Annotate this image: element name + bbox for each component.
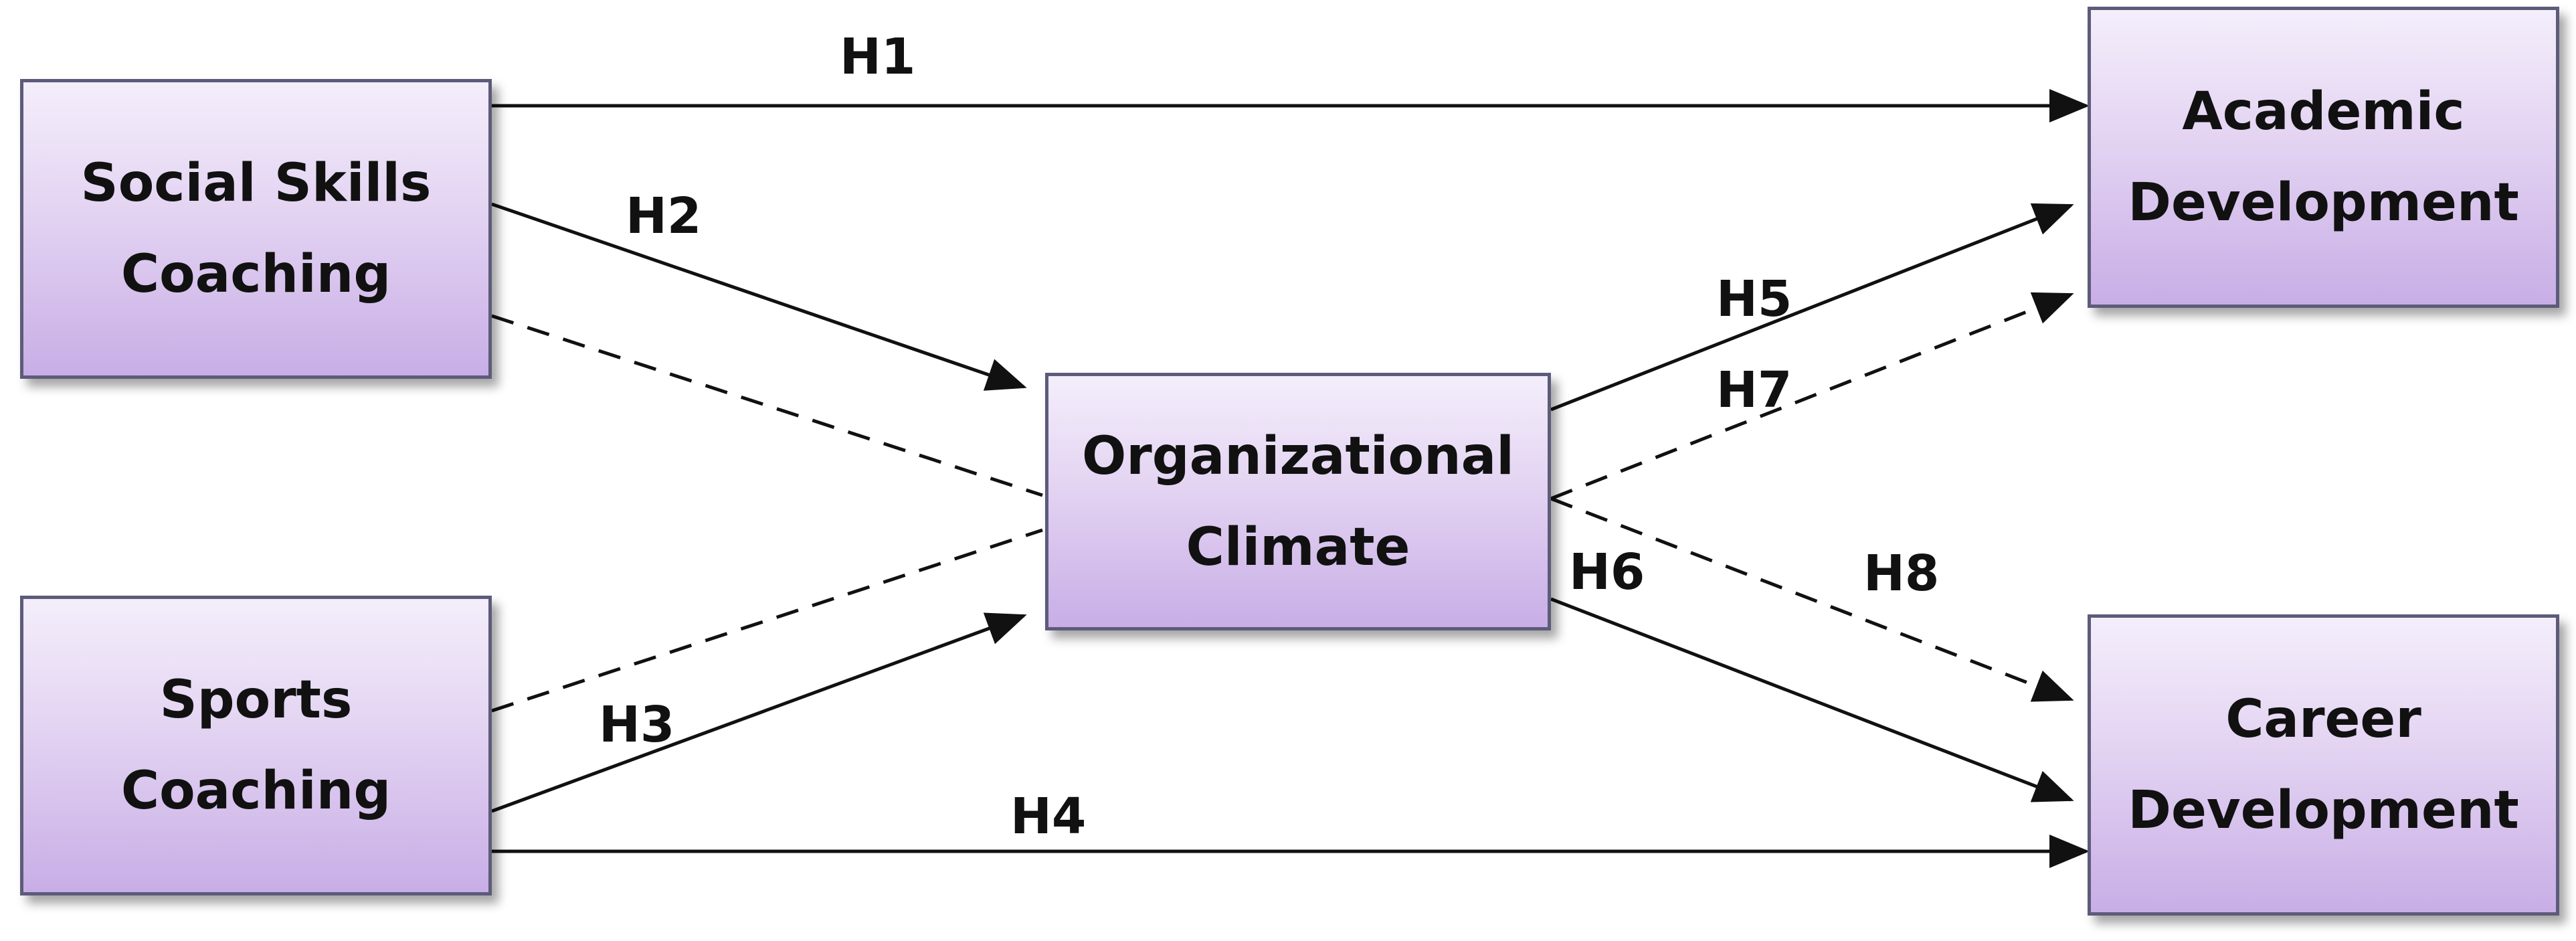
node-sports-coaching: Sports Coaching: [20, 596, 492, 895]
edge-label-h3: H3: [599, 696, 674, 754]
node-sports-coaching-line-2: Coaching: [120, 761, 391, 821]
node-academic-development-line-2: Development: [2128, 173, 2519, 233]
node-academic-development: Academic Development: [2088, 7, 2559, 308]
arrow-h8: [1550, 497, 2074, 702]
edge-label-h8: H8: [1863, 545, 1939, 602]
arrow-h5: [1550, 203, 2074, 412]
edge-label-h1: H1: [840, 28, 915, 86]
node-organizational-climate-line-2: Climate: [1186, 517, 1410, 578]
node-career-development-line-2: Development: [2128, 780, 2519, 841]
arrow-h6: [1550, 597, 2074, 802]
node-organizational-climate-line-1: Organizational: [1081, 426, 1515, 487]
arrow-h7: [1550, 292, 2074, 501]
node-academic-development-line-1: Academic: [2182, 82, 2465, 142]
dashed-line-social-skills-to-org-climate: [491, 314, 1043, 497]
node-social-skills-coaching-line-1: Social Skills: [80, 153, 432, 213]
node-social-skills-coaching-line-2: Coaching: [120, 244, 391, 305]
edge-label-h4: H4: [1010, 788, 1086, 845]
dashed-line-sports-to-org-climate: [491, 528, 1043, 713]
edge-label-h7: H7: [1716, 361, 1792, 419]
node-sports-coaching-line-1: Sports: [159, 670, 353, 730]
arrow-h3: [491, 612, 1027, 813]
edge-label-h2: H2: [626, 187, 701, 245]
arrow-h2: [491, 202, 1027, 391]
edge-label-h5: H5: [1716, 270, 1792, 328]
node-organizational-climate: Organizational Climate: [1045, 373, 1551, 630]
edge-label-h6: H6: [1569, 543, 1645, 601]
node-career-development-line-1: Career: [2225, 689, 2421, 750]
node-social-skills-coaching: Social Skills Coaching: [20, 79, 492, 379]
node-career-development: Career Development: [2088, 614, 2559, 916]
